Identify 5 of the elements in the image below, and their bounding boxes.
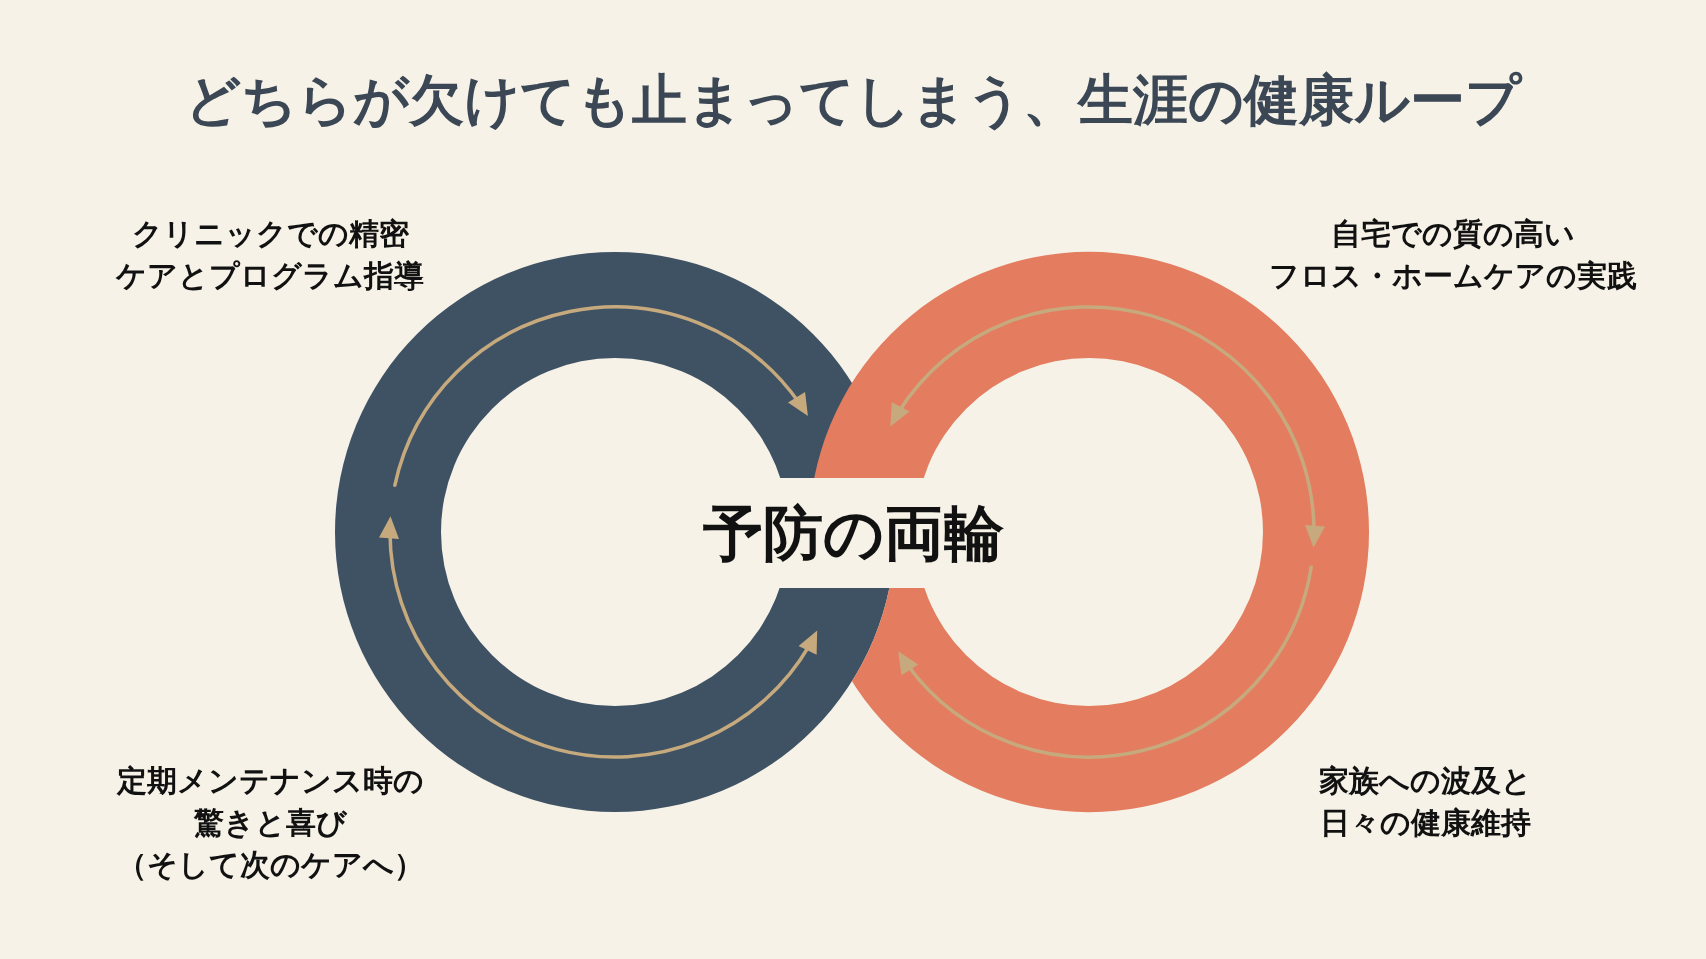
diagram-title: どちらが欠けても止まってしまう、生涯の健康ループ (184, 67, 1524, 134)
annotation-text: 家族への波及と日々の健康維持 (1317, 762, 1533, 842)
annotation-text: クリニックでの精密ケアとプログラム指導 (115, 215, 425, 295)
annotation-text: 定期メンテナンス時の驚きと喜び（そして次のケアへ） (115, 762, 425, 884)
annotation-text: 自宅での質の高いフロス・ホームケアの実践 (1268, 215, 1638, 295)
